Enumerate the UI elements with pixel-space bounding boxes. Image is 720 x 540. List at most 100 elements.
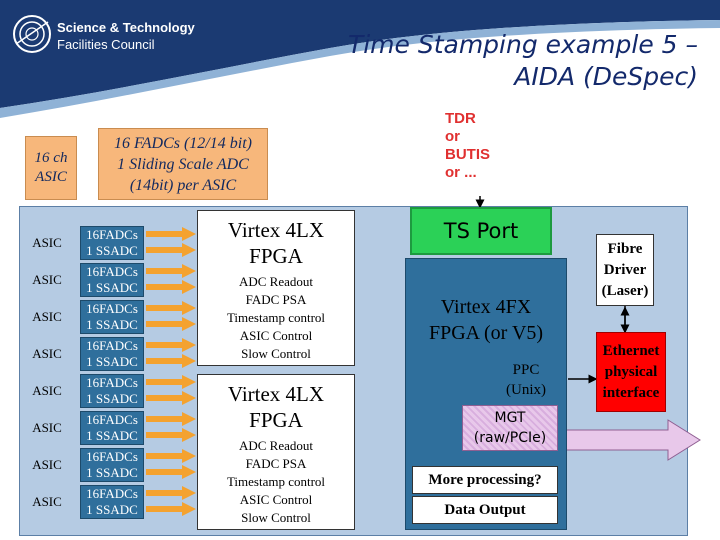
mgt-line1: MGT [494,410,526,426]
ts-port: TS Port [410,207,552,255]
asic-16ch-note: 16 ch ASIC [25,136,77,200]
virtex4lx-fpga-2: Virtex 4LX FPGA ADC Readout FADC PSA Tim… [197,374,355,530]
stfc-logo-icon [13,15,51,53]
fibre-line1: Fibre [607,241,643,257]
virtex4lx-fpga-1: Virtex 4LX FPGA ADC Readout FADC PSA Tim… [197,210,355,366]
ssadc-label: 1 SSADC [86,243,138,258]
asic-16ch-line2: ASIC [35,169,67,185]
virtex4lx-1-title-line2: FPGA [249,244,303,268]
virtex4fx-line2: FPGA (or V5) [428,322,544,344]
page-title-line2: AIDA (DeSpec) [514,62,698,91]
more-processing-box: More processing? [412,466,558,494]
mgt-line2: (raw/PCIe) [473,430,547,446]
ethernet-line3: interface [602,385,660,401]
fibre-line3: (Laser) [601,283,649,299]
ethernet-box: Ethernet physical interface [596,332,666,412]
ssadc-label: 1 SSADC [86,317,138,332]
signal-arrow [146,486,196,500]
ssadc-label: 1 SSADC [86,465,138,480]
fadc-count-label: 16FADCs [86,486,138,501]
virtex4lx-2-fn-3: Timestamp control [226,474,326,489]
page-title-line1: Time Stamping example 5 – [347,30,698,59]
virtex4lx-2-fn-5: Slow Control [241,510,311,525]
fadc-count-label: 16FADCs [86,412,138,427]
fadc-count-label: 16FADCs [86,375,138,390]
asic-label: ASIC [32,309,62,324]
virtex4fx-title: Virtex 4FX FPGA (or V5) [405,294,567,346]
asic-label: ASIC [32,346,62,361]
ssadc-label: 1 SSADC [86,428,138,443]
ssadc-label: 1 SSADC [86,391,138,406]
fadc-count-label: 16FADCs [86,301,138,316]
asic-label: ASIC [32,272,62,287]
asic-label: ASIC [32,494,62,509]
logo-line2: Facilities Council [57,37,155,52]
signal-arrow [146,428,196,442]
tdr-line2: or [445,128,460,145]
virtex4lx-1-fn-5: Slow Control [241,346,311,361]
signal-arrow [146,375,196,389]
signal-arrow [146,502,196,516]
tdr-line3: BUTIS [445,146,490,163]
asic-label: ASIC [32,235,62,250]
signal-arrow [146,264,196,278]
header-banner [0,0,720,118]
virtex4lx-2-title-line2: FPGA [249,408,303,432]
fadc-count-label: 16FADCs [86,338,138,353]
tdr-line1: TDR [445,110,476,127]
virtex4lx-2-fn-2: FADC PSA [245,456,307,471]
tdr-line4: or ... [445,164,477,181]
fadc-count-label: 16FADCs [86,227,138,242]
signal-arrow [146,280,196,294]
data-output-box: Data Output [412,496,558,524]
virtex4fx-line1: Virtex 4FX [440,296,532,318]
signal-arrow [146,465,196,479]
asic-label: ASIC [32,457,62,472]
virtex4lx-1-title-line1: Virtex 4LX [227,218,325,242]
ssadc-label: 1 SSADC [86,280,138,295]
ppc-line2: (Unix) [506,382,546,398]
fibre-driver-box: Fibre Driver (Laser) [596,234,654,306]
ethernet-line1: Ethernet [602,343,660,359]
asic-label: ASIC [32,383,62,398]
fibre-line2: Driver [603,262,647,278]
ssadc-label: 1 SSADC [86,502,138,517]
fadc-note-line1: 16 FADCs (12/14 bit) [114,134,252,152]
virtex4lx-1-fn-2: FADC PSA [245,292,307,307]
signal-arrow [146,301,196,315]
fadc-count-label: 16FADCs [86,449,138,464]
signal-arrow [146,354,196,368]
virtex4lx-2-fn-1: ADC Readout [238,438,314,453]
virtex4lx-1-fn-1: ADC Readout [238,274,314,289]
signal-arrow [146,243,196,257]
signal-arrow [146,391,196,405]
tdr-note: TDR or BUTIS or ... [445,110,515,182]
signal-arrow [146,317,196,331]
signal-arrow [146,412,196,426]
asic-16ch-line1: 16 ch [34,150,68,166]
virtex4lx-1-fn-3: Timestamp control [226,310,326,325]
signal-arrow [146,449,196,463]
ppc-label: PPC (Unix) [495,360,557,400]
fadc-note-line2: 1 Sliding Scale ADC [117,155,249,173]
ppc-line1: PPC [512,362,540,378]
mgt-box: MGT (raw/PCIe) [462,405,558,451]
ssadc-label: 1 SSADC [86,354,138,369]
logo-line1: Science & Technology [57,20,195,35]
asic-label: ASIC [32,420,62,435]
fadc-count-label: 16FADCs [86,264,138,279]
virtex4lx-2-fn-4: ASIC Control [239,492,313,507]
signal-arrow [146,227,196,241]
signal-arrow [146,338,196,352]
fadc-note-line3: (14bit) per ASIC [129,176,237,194]
virtex4lx-1-fn-4: ASIC Control [239,328,313,343]
